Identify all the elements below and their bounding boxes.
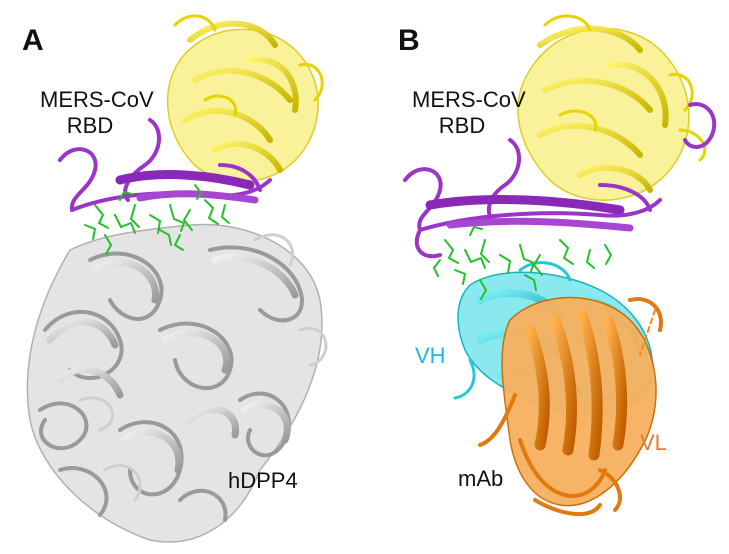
panel-b-rbd-line2: RBD bbox=[438, 113, 486, 138]
rbd-core-ribbon-a bbox=[167, 14, 324, 183]
vl-light-chain-ribbon bbox=[478, 296, 663, 517]
mab-label: mAb bbox=[458, 466, 504, 491]
panel-b-rbd-label: MERS-CoV RBD bbox=[412, 87, 526, 139]
panel-a-letter: A bbox=[22, 24, 44, 57]
vl-label: VL bbox=[640, 430, 667, 455]
panel-b-rbd-line1: MERS-CoV bbox=[412, 87, 526, 112]
panel-b-letter: B bbox=[398, 24, 420, 57]
hdpp4-receptor-ribbon bbox=[26, 223, 328, 543]
panel-a-rbd-line2: RBD bbox=[66, 113, 114, 138]
rbd-core-ribbon-b bbox=[517, 14, 707, 201]
hdpp4-label: hDPP4 bbox=[228, 468, 298, 493]
interface-residues-a bbox=[84, 184, 230, 255]
vh-label: VH bbox=[415, 343, 446, 368]
rbm-loops-b bbox=[403, 102, 717, 259]
panel-a-rbd-label: MERS-CoV RBD bbox=[40, 87, 154, 139]
panel-a-rbd-line1: MERS-CoV bbox=[40, 87, 154, 112]
interface-residues-b bbox=[432, 225, 613, 300]
